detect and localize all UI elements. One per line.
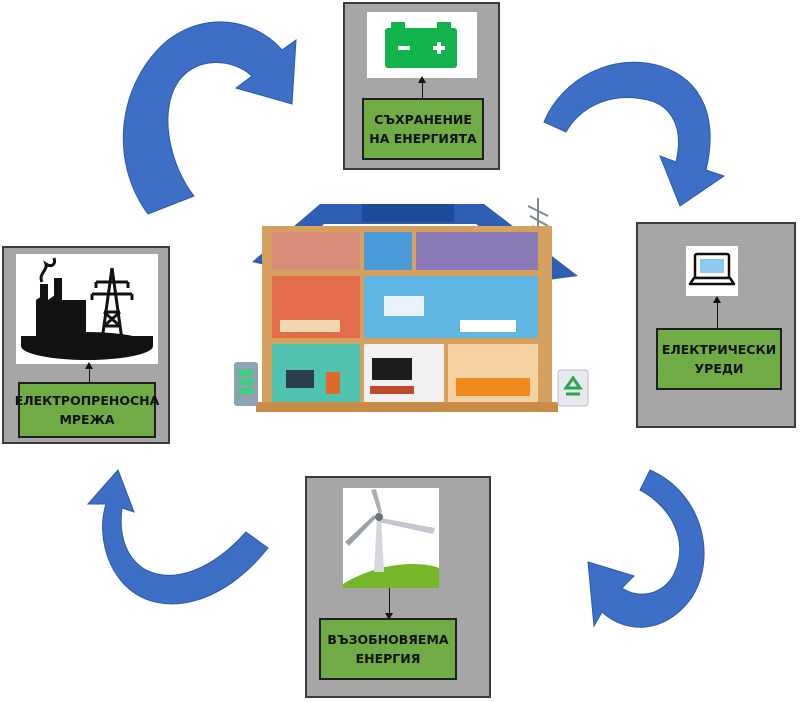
wind-turbine-picture	[343, 488, 439, 588]
home-battery-icon	[234, 362, 258, 406]
label-energy-storage: СЪХРАНЕНИЕ НА ЕНЕРГИЯТА	[362, 98, 484, 160]
connector-arrow	[713, 296, 721, 328]
label-electrical-appliances: ЕЛЕКТРИЧЕСКИ УРЕДИ	[656, 328, 782, 390]
power-plant-icon	[21, 257, 153, 360]
bed	[280, 320, 340, 332]
attic-room-middle	[364, 232, 412, 270]
power-plant-picture	[16, 254, 158, 364]
battery-picture	[367, 12, 477, 78]
solar-panel-icon	[362, 204, 454, 222]
node-electrical-appliances: ЕЛЕКТРИЧЕСКИ УРЕДИ	[636, 222, 796, 428]
bathtub	[460, 320, 516, 332]
foundation	[256, 402, 558, 412]
kitchen-counter	[456, 378, 530, 396]
arrow-renewable-to-grid	[86, 469, 269, 605]
laptop-icon	[688, 252, 736, 286]
attic-room-left	[272, 232, 360, 270]
laptop-picture	[686, 246, 738, 296]
tv-stand	[370, 386, 414, 394]
wind-turbine-icon	[343, 489, 439, 588]
label-power-grid: ЕЛЕКТРОПРЕНОСНА МРЕЖА	[15, 382, 159, 438]
bathroom-mirror	[384, 296, 424, 316]
connector-arrow	[418, 76, 426, 98]
tv-icon	[372, 358, 412, 380]
label-renewable-energy: ВЪЗОБНОВЯЕМА ЕНЕРГИЯ	[319, 618, 457, 680]
chair	[326, 372, 340, 394]
arrow-appliances-to-renewable	[587, 469, 705, 628]
arrow-storage-to-appliances	[543, 61, 726, 207]
roof	[252, 204, 578, 280]
battery-icon	[385, 22, 457, 68]
node-power-grid: ЕЛЕКТРОПРЕНОСНА МРЕЖА	[2, 246, 170, 444]
node-renewable-energy: ВЪЗОБНОВЯЕМА ЕНЕРГИЯ	[305, 476, 491, 698]
office-room	[272, 344, 360, 402]
recycle-bin-icon	[557, 369, 589, 407]
node-energy-storage: СЪХРАНЕНИЕ НА ЕНЕРГИЯТА	[343, 2, 500, 170]
connector-arrow	[85, 362, 93, 382]
arrow-grid-to-storage	[122, 21, 297, 215]
desk-computer	[286, 370, 314, 388]
attic-room-right	[416, 232, 538, 270]
connector-arrow	[385, 588, 393, 620]
